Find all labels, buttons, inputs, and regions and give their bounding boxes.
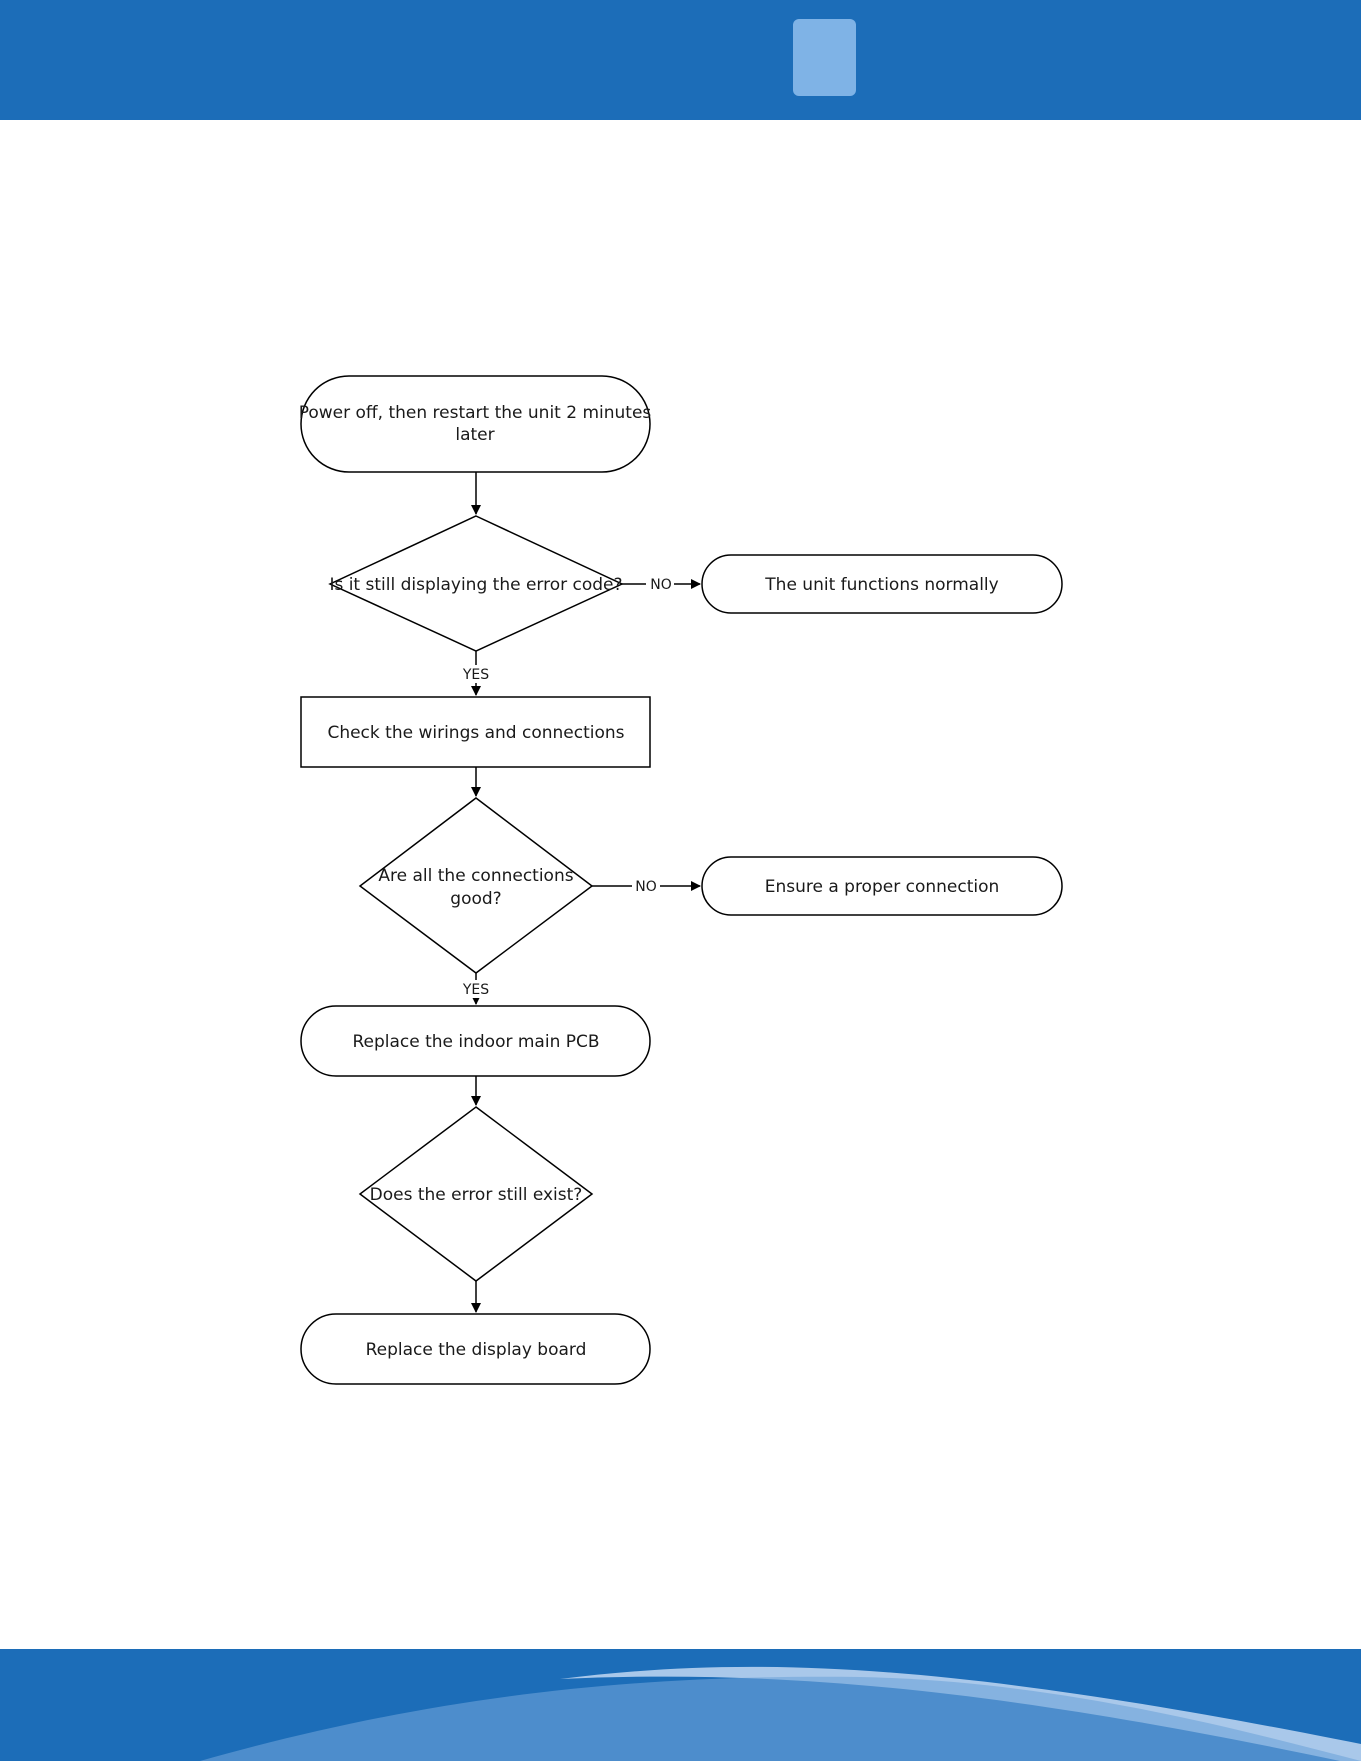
footer-band xyxy=(0,1649,1361,1761)
header-tab xyxy=(793,19,856,96)
replace-display-text: Replace the display board xyxy=(366,1340,587,1360)
label-no-1-bg xyxy=(646,575,674,593)
label-no-2: NO xyxy=(635,879,657,895)
label-yes-1-bg xyxy=(458,665,494,683)
normal-terminal-text: The unit functions normally xyxy=(764,575,998,595)
normal-terminal xyxy=(701,554,1063,614)
footer-swoosh-mid xyxy=(200,1676,1361,1761)
label-no-1: NO xyxy=(650,577,672,593)
label-no-2-bg xyxy=(632,877,660,895)
check-wirings-text: Check the wirings and connections xyxy=(327,723,624,743)
decision-error-code-text: Is it still displaying the error code? xyxy=(329,575,622,595)
decision-connections-line-2: good? xyxy=(450,889,501,909)
replace-main-pcb-text: Replace the indoor main PCB xyxy=(352,1032,599,1052)
check-wirings-process xyxy=(300,696,651,768)
start-terminal xyxy=(300,375,651,473)
start-terminal-line-2: later xyxy=(455,425,494,445)
label-yes-2: YES xyxy=(462,982,489,998)
decision-connections-line-1: Are all the connections xyxy=(378,866,573,886)
ensure-connection-terminal xyxy=(701,856,1063,916)
header-bar xyxy=(0,0,1361,120)
decision-error-exist-text: Does the error still exist? xyxy=(370,1185,583,1205)
replace-display-terminal xyxy=(300,1313,651,1385)
label-yes-1: YES xyxy=(462,667,489,683)
start-terminal-line-1: Power off, then restart the unit 2 minut… xyxy=(299,403,652,423)
ensure-connection-text: Ensure a proper connection xyxy=(765,877,1000,897)
label-yes-2-bg xyxy=(458,980,494,998)
